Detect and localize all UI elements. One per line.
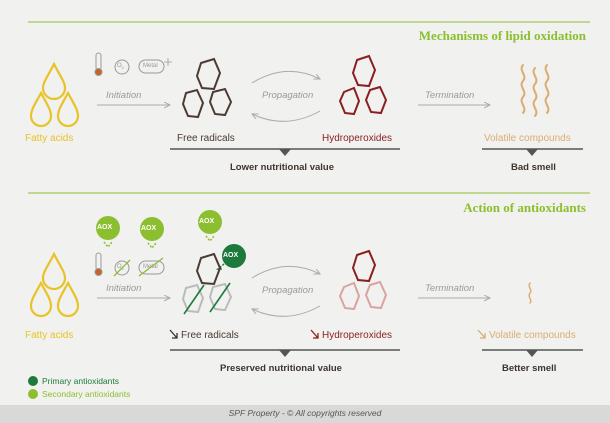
aox-label-primary: AOX bbox=[223, 252, 239, 259]
volatile-compounds-label-2: Volatile compounds bbox=[489, 330, 576, 341]
o2-icon-2 bbox=[114, 260, 130, 276]
sparkle-icon bbox=[164, 58, 172, 66]
radical-cross-2 bbox=[209, 282, 231, 313]
propagation-arrow-forward-2 bbox=[251, 265, 320, 279]
decrease-arrow-radicals bbox=[169, 329, 178, 339]
propagation-arrow-back-2 bbox=[252, 305, 321, 317]
section1-title: Mechanisms of lipid oxidation bbox=[418, 28, 586, 43]
o2-icon bbox=[114, 59, 130, 75]
fatty-acids-label-2: Fatty acids bbox=[25, 330, 74, 341]
legend-secondary-label: Secondary antioxidants bbox=[42, 389, 131, 399]
initiation-label-2: Initiation bbox=[106, 283, 142, 294]
section2-title: Action of antioxidants bbox=[463, 200, 586, 215]
fatty-acids-icon-2 bbox=[29, 251, 80, 318]
initiation-label: Initiation bbox=[106, 90, 142, 101]
thermometer-icon-2 bbox=[94, 252, 103, 276]
better-smell-label: Better smell bbox=[502, 363, 557, 374]
hydroperoxides-label: Hydroperoxides bbox=[322, 133, 393, 144]
legend-secondary-dot bbox=[28, 389, 38, 399]
lower-value-pointer bbox=[279, 149, 291, 156]
metal-label: Metal bbox=[143, 63, 158, 69]
free-radicals-icon bbox=[181, 57, 233, 119]
o2-label: O2 bbox=[117, 63, 124, 71]
o2-cross bbox=[113, 259, 131, 277]
fatty-acids-label: Fatty acids bbox=[25, 133, 74, 144]
volatile-compounds-icon-2 bbox=[528, 282, 532, 304]
preserved-value-pointer bbox=[279, 350, 291, 357]
preserved-value-label: Preserved nutritional value bbox=[220, 363, 342, 374]
secondary-aox-bubble-2 bbox=[140, 217, 164, 250]
aox-label-3: AOX bbox=[199, 218, 215, 225]
volatile-compounds-icon bbox=[520, 64, 550, 117]
legend-primary-label: Primary antioxidants bbox=[42, 376, 120, 386]
secondary-aox-bubble-3 bbox=[198, 210, 222, 243]
secondary-aox-bubble-1 bbox=[96, 216, 120, 249]
metal-cross bbox=[138, 257, 164, 277]
metal-label-2: Metal bbox=[143, 264, 158, 270]
volatile-compounds-label: Volatile compounds bbox=[484, 133, 571, 144]
propagation-arrow-forward bbox=[251, 70, 320, 84]
o2-label-2: O2 bbox=[117, 264, 124, 272]
footer-bar: SPF Property - © All copyrights reserved bbox=[0, 405, 610, 423]
hydroperoxides-icon-2 bbox=[338, 249, 388, 311]
propagation-label-2: Propagation bbox=[262, 285, 314, 296]
bad-smell-pointer bbox=[526, 149, 538, 156]
propagation-label: Propagation bbox=[262, 90, 314, 101]
termination-label: Termination bbox=[425, 90, 475, 101]
decrease-arrow-hydro bbox=[310, 329, 319, 339]
bad-smell-label: Bad smell bbox=[511, 162, 556, 173]
lower-value-label: Lower nutritional value bbox=[230, 162, 334, 173]
better-smell-pointer bbox=[526, 350, 538, 357]
free-radicals-icon-2 bbox=[181, 252, 233, 314]
decrease-arrow-volatile bbox=[477, 329, 486, 339]
thermometer-icon bbox=[94, 52, 103, 76]
free-radicals-label-2: Free radicals bbox=[181, 330, 239, 341]
termination-label-2: Termination bbox=[425, 283, 475, 294]
copyright-text: SPF Property - © All copyrights reserved bbox=[228, 408, 382, 418]
hydroperoxides-icon bbox=[338, 54, 388, 116]
aox-label-2: AOX bbox=[141, 225, 157, 232]
metal-icon bbox=[138, 59, 165, 74]
legend-primary-dot bbox=[28, 376, 38, 386]
metal-icon-2 bbox=[138, 260, 165, 275]
fatty-acids-icon bbox=[29, 61, 80, 128]
propagation-arrow-back bbox=[252, 110, 321, 122]
hydroperoxides-label-2: Hydroperoxides bbox=[322, 330, 393, 341]
primary-aox-bubble bbox=[215, 244, 246, 270]
radical-cross-1 bbox=[183, 284, 205, 315]
free-radicals-label: Free radicals bbox=[177, 133, 235, 144]
aox-label-1: AOX bbox=[97, 224, 113, 231]
